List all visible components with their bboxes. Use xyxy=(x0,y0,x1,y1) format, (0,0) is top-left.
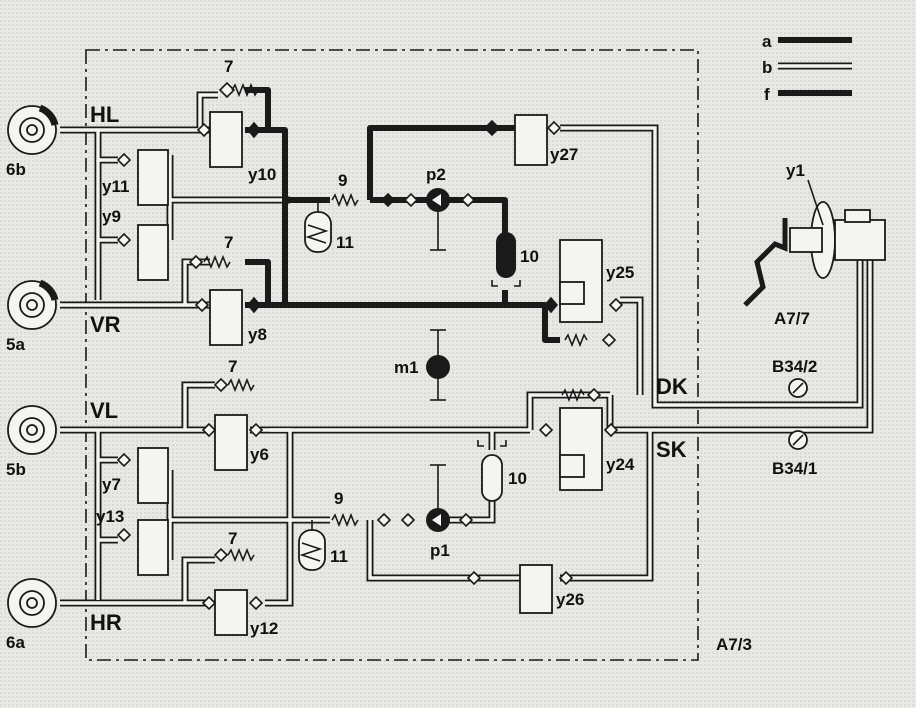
label-6b: 6b xyxy=(6,160,26,179)
label-SK: SK xyxy=(656,437,687,462)
label-10-upper: 10 xyxy=(520,247,539,266)
label-7-mid: 7 xyxy=(224,233,233,252)
label-y27: y27 xyxy=(550,145,578,164)
label-y1: y1 xyxy=(786,161,805,180)
label-VR: VR xyxy=(90,312,121,337)
valve-y26 xyxy=(519,564,553,614)
label-11-lower: 11 xyxy=(330,547,348,566)
label-m1: m1 xyxy=(394,358,419,377)
label-B34-2: B34/2 xyxy=(772,357,817,376)
label-B34-1: B34/1 xyxy=(772,459,817,478)
label-7-upper: 7 xyxy=(224,57,233,76)
label-10-lower: 10 xyxy=(508,469,527,488)
brake-5b xyxy=(7,405,57,455)
master-cylinder xyxy=(743,179,886,307)
label-y12: y12 xyxy=(250,619,278,638)
pump-p2 xyxy=(426,188,450,251)
spring-7-mid xyxy=(203,254,231,270)
label-5a: 5a xyxy=(6,335,25,354)
spring-9-upper xyxy=(331,192,359,208)
pressure-sensor-b34-2 xyxy=(788,378,808,398)
pressure-sensor-b34-1 xyxy=(788,430,808,450)
label-y10: y10 xyxy=(248,165,276,184)
valve-y8 xyxy=(209,289,243,346)
label-y9: y9 xyxy=(102,207,121,226)
motor-m1 xyxy=(426,329,450,401)
valve-y9 xyxy=(137,224,169,281)
accumulator-11-lower xyxy=(298,520,326,571)
pressure-lines xyxy=(245,87,560,343)
label-11-upper: 11 xyxy=(336,233,354,252)
label-p1: p1 xyxy=(430,541,450,560)
module-boundary xyxy=(85,49,699,661)
valve-y13 xyxy=(137,519,169,576)
legend: a b f xyxy=(762,32,852,104)
spring-7-upper xyxy=(231,82,259,98)
label-y8: y8 xyxy=(248,325,267,344)
label-DK: DK xyxy=(656,374,688,399)
label-p2: p2 xyxy=(426,165,446,184)
label-y6: y6 xyxy=(250,445,269,464)
label-y24: y24 xyxy=(606,455,635,474)
label-y7: y7 xyxy=(102,475,121,494)
brake-6a xyxy=(7,578,57,628)
label-7-lower: 7 xyxy=(228,357,237,376)
label-6a: 6a xyxy=(6,633,25,652)
springs xyxy=(203,82,588,563)
accumulator-11-upper xyxy=(304,200,332,253)
spring-7-bottom xyxy=(227,547,255,563)
solenoid-valves xyxy=(137,111,603,636)
valve-y6 xyxy=(214,414,248,471)
label-A7-7: A7/7 xyxy=(774,309,810,328)
damper-10-upper xyxy=(491,232,521,287)
label-y13: y13 xyxy=(96,507,124,526)
label-HR: HR xyxy=(90,610,122,635)
pump-p1 xyxy=(426,464,450,532)
valve-y12 xyxy=(214,589,248,636)
brake-6b xyxy=(7,104,59,155)
label-HL: HL xyxy=(90,102,119,127)
label-5b: 5b xyxy=(6,460,26,479)
valve-y11 xyxy=(137,149,169,206)
label-y11: y11 xyxy=(102,177,129,196)
label-A7-3: A7/3 xyxy=(716,635,752,654)
return-lines xyxy=(60,91,874,607)
legend-key-a: a xyxy=(762,32,772,51)
valve-y27 xyxy=(514,114,548,166)
legend-key-f: f xyxy=(764,85,770,104)
spring-9-lower xyxy=(331,512,359,528)
valve-y10 xyxy=(209,111,243,168)
valve-y25 xyxy=(559,239,603,323)
label-y26: y26 xyxy=(556,590,584,609)
brake-5a xyxy=(7,279,59,330)
legend-key-b: b xyxy=(762,58,772,77)
spring-7-lower xyxy=(227,377,255,393)
label-9-upper: 9 xyxy=(338,171,347,190)
label-y25: y25 xyxy=(606,263,634,282)
check-valves xyxy=(116,81,624,611)
label-7-bottom: 7 xyxy=(228,529,237,548)
damper-10-lower xyxy=(477,440,507,502)
valve-y7 xyxy=(137,447,169,504)
label-9-lower: 9 xyxy=(334,489,343,508)
label-VL: VL xyxy=(90,398,118,423)
